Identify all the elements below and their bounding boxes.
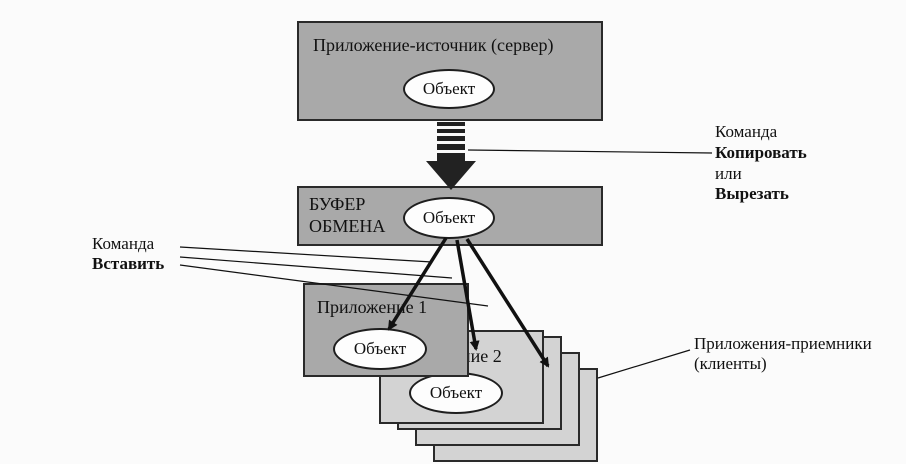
copy-note-line1: Команда [715,122,778,141]
clipboard-title-line1: БУФЕР [309,194,366,214]
server-app-title: Приложение-источник (сервер) [313,35,554,55]
copy-command-pointer [467,149,713,154]
copy-note-line2: Копировать [715,143,807,162]
copy-arrow [426,122,476,190]
copy-note-line4: Вырезать [715,184,789,203]
clipboard-object: Объект [403,197,495,239]
paste-note-line2: Вставить [92,254,165,273]
app2-object: Объект [409,372,503,414]
copy-note-line3: или [715,164,742,183]
server-object: Объект [403,69,495,109]
clients-note-line1: Приложения-приемники [694,334,872,353]
clients-pointer [597,349,691,379]
paste-command-pointers [179,246,489,307]
clients-note-line2: (клиенты) [694,354,767,373]
paste-note-line1: Команда [92,234,155,253]
paste-arrows [387,237,550,368]
app1-object: Объект [333,328,427,370]
clipboard-title-line2: ОБМЕНА [309,216,386,236]
